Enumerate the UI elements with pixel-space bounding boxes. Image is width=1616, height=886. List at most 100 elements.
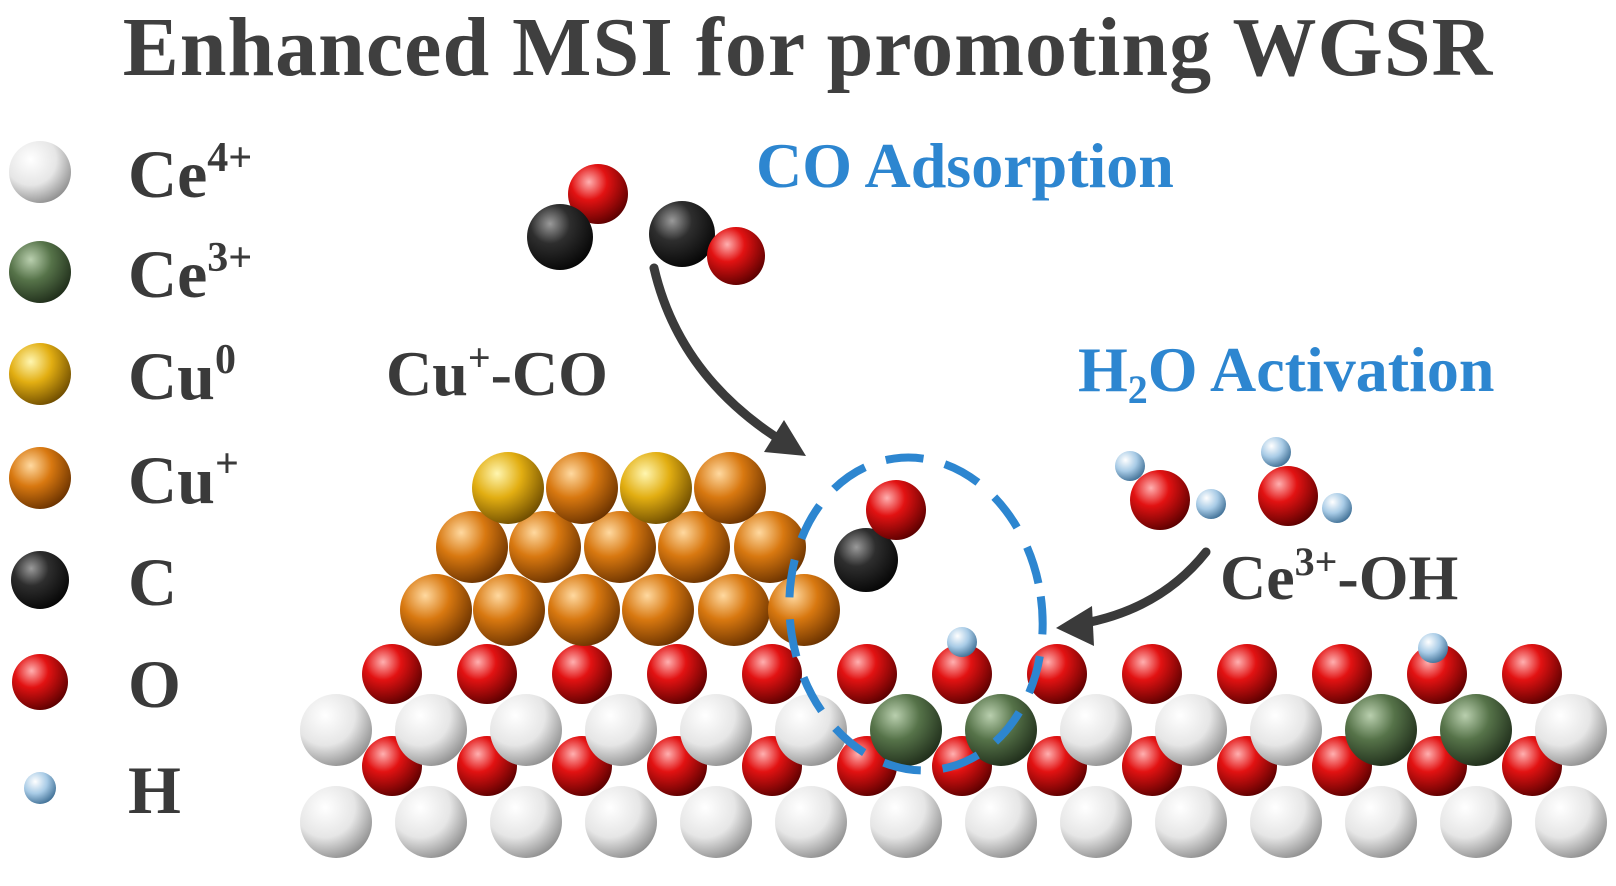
cu-co-arrow bbox=[649, 263, 795, 451]
cuplus-atom bbox=[658, 511, 730, 583]
legend-label-cuplus: Cu+ bbox=[128, 441, 239, 524]
ce-oh-part2: -OH bbox=[1337, 542, 1459, 613]
ce4-atom bbox=[300, 786, 372, 858]
ce4-atom bbox=[1250, 786, 1322, 858]
ce3-atom bbox=[965, 694, 1037, 766]
cuplus-atom bbox=[473, 574, 545, 646]
cuplus-atom bbox=[546, 452, 618, 524]
cuplus-atom bbox=[622, 574, 694, 646]
cu-co-part1: Cu bbox=[386, 338, 468, 409]
o-atom bbox=[742, 644, 802, 704]
o-atom bbox=[1502, 644, 1562, 704]
ce4-atom bbox=[680, 786, 752, 858]
o-atom bbox=[932, 644, 992, 704]
legend-charge: 3+ bbox=[207, 235, 253, 281]
ce-oh-arrowhead bbox=[1056, 606, 1094, 646]
h-atom bbox=[1322, 493, 1352, 523]
ce4-atom bbox=[1535, 694, 1607, 766]
c-atom bbox=[649, 201, 715, 267]
cu-co-superscript: + bbox=[467, 335, 491, 380]
legend-ce4-atom bbox=[9, 141, 71, 203]
copper-cluster bbox=[400, 452, 840, 646]
ce4-atom bbox=[1440, 786, 1512, 858]
legend-cu0-atom bbox=[9, 343, 71, 405]
o-atom bbox=[568, 164, 628, 224]
ce4-atom bbox=[775, 786, 847, 858]
h2o-rest: O Activation bbox=[1147, 334, 1495, 405]
legend-label-o: O bbox=[128, 650, 181, 718]
legend-o-atom bbox=[12, 654, 68, 710]
cuplus-atom bbox=[584, 511, 656, 583]
ceria-substrate bbox=[300, 644, 1607, 858]
c-atom bbox=[527, 204, 593, 270]
o-atom bbox=[457, 644, 517, 704]
figure-title: Enhanced MSI for promoting WGSR bbox=[122, 1, 1494, 94]
ce4-atom bbox=[395, 694, 467, 766]
o-atom bbox=[1130, 470, 1190, 530]
legend-atoms bbox=[9, 141, 71, 804]
o-atom bbox=[707, 227, 765, 285]
ce4-atom bbox=[965, 786, 1037, 858]
cuplus-atom bbox=[548, 574, 620, 646]
legend-label-h: H bbox=[128, 756, 181, 824]
cuplus-atom bbox=[698, 574, 770, 646]
legend-cuplus-atom bbox=[9, 447, 71, 509]
ce3-atom bbox=[1345, 694, 1417, 766]
water-molecule-right bbox=[1258, 437, 1352, 526]
ce-oh-superscript: 3+ bbox=[1294, 539, 1338, 584]
legend-symbol: Cu bbox=[128, 442, 215, 518]
legend-h-atom bbox=[24, 772, 56, 804]
ce3-atom bbox=[870, 694, 942, 766]
ce4-atom bbox=[1155, 694, 1227, 766]
h-atom bbox=[1261, 437, 1291, 467]
h-atom bbox=[1196, 489, 1226, 519]
legend-charge: + bbox=[214, 441, 239, 487]
legend-symbol: Cu bbox=[128, 338, 215, 414]
cuplus-atom bbox=[734, 511, 806, 583]
legend-symbol: O bbox=[128, 646, 181, 722]
cu-co-label: Cu+-CO bbox=[386, 335, 608, 414]
o-atom bbox=[1407, 644, 1467, 704]
o-atom bbox=[647, 644, 707, 704]
ce4-atom bbox=[490, 694, 562, 766]
cuplus-atom bbox=[400, 574, 472, 646]
cu0-atom bbox=[620, 452, 692, 524]
cuplus-atom bbox=[436, 511, 508, 583]
legend-symbol: Ce bbox=[128, 136, 208, 212]
co-adsorption-label: CO Adsorption bbox=[756, 130, 1174, 201]
h2o-subscript: 2 bbox=[1127, 367, 1148, 412]
legend-c-atom bbox=[11, 551, 69, 609]
ce4-atom bbox=[585, 786, 657, 858]
c-atom bbox=[834, 528, 898, 592]
ce4-atom bbox=[585, 694, 657, 766]
ce4-atom bbox=[395, 786, 467, 858]
legend-ce3-atom bbox=[9, 241, 71, 303]
legend-label-ce3: Ce3+ bbox=[128, 235, 252, 318]
ce4-atom bbox=[1250, 694, 1322, 766]
ce4-atom bbox=[300, 694, 372, 766]
ce4-atom bbox=[1060, 786, 1132, 858]
o-atom bbox=[837, 644, 897, 704]
cu0-atom bbox=[472, 452, 544, 524]
interface-highlight-ellipse bbox=[785, 453, 1047, 775]
o-atom bbox=[552, 644, 612, 704]
ce4-atom bbox=[1345, 786, 1417, 858]
ce4-atom bbox=[680, 694, 752, 766]
ce-oh-label: Ce3+-OH bbox=[1220, 539, 1458, 618]
o-atom bbox=[1312, 644, 1372, 704]
o-atom bbox=[1217, 644, 1277, 704]
cu-co-arrowhead bbox=[764, 420, 806, 456]
ce4-atom bbox=[1535, 786, 1607, 858]
h-atom-adsorbed-1 bbox=[947, 627, 977, 657]
legend-charge: 0 bbox=[214, 337, 236, 383]
ce-oh-arrow bbox=[1075, 547, 1211, 629]
legend-symbol: H bbox=[128, 752, 181, 828]
h-atom-adsorbed-2 bbox=[1418, 633, 1448, 663]
co-molecule-right bbox=[649, 201, 765, 285]
cuplus-atom bbox=[694, 452, 766, 524]
h-atom bbox=[1115, 451, 1145, 481]
water-molecule-left bbox=[1115, 451, 1226, 530]
ce4-atom bbox=[870, 786, 942, 858]
